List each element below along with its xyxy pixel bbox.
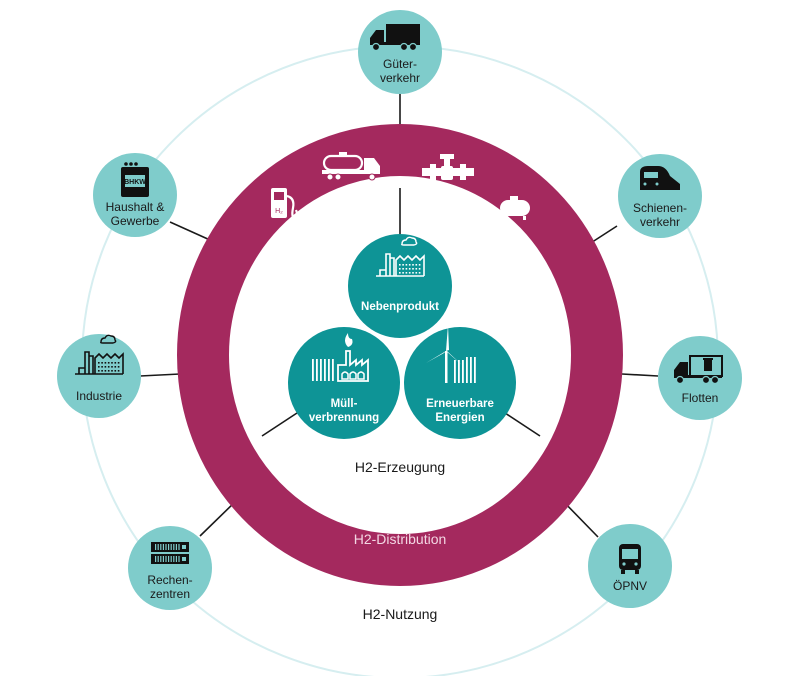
pipeline-valve-icon [422, 154, 474, 180]
connector-industrie [139, 373, 181, 377]
connector-flotten [621, 373, 659, 377]
production-nodes: NebenproduktMüll-verbrennungErneuerbareE… [288, 234, 516, 439]
usage-label-line: Haushalt & [106, 200, 165, 214]
production-label-line: Energien [435, 412, 484, 424]
connector-lines [139, 88, 659, 538]
production-circle [288, 327, 400, 439]
usage-circle [128, 526, 212, 610]
production-label-line: Nebenprodukt [361, 301, 439, 313]
usage-node-flotten[interactable]: Flotten [658, 336, 742, 420]
usage-node-schienenverkehr[interactable]: Schienen-verkehr [618, 154, 702, 238]
distribution-label: H2-Distribution [354, 531, 447, 547]
truck-icon [370, 24, 420, 52]
tanker-truck-icon [322, 152, 380, 181]
usage-node-rechenzentren[interactable]: Rechen-zentren [128, 526, 212, 610]
usage-label-line: Rechen- [147, 573, 192, 587]
production-label-line: verbrennung [309, 412, 379, 424]
usage-label-line: Flotten [682, 391, 719, 405]
bhkw-text: BHKW [124, 179, 146, 186]
bus-icon [619, 544, 641, 574]
usage-circle [57, 334, 141, 418]
production-label-line: Erneuerbare [426, 398, 494, 410]
usage-label-line: ÖPNV [613, 579, 647, 593]
usage-label-line: verkehr [640, 215, 680, 229]
usage-label-line: Güter- [383, 57, 417, 71]
connector-rechenzentren [199, 499, 238, 537]
production-circle [404, 327, 516, 439]
fuel-pump-h2-text: H₂ [275, 208, 283, 215]
server-rack-icon [151, 542, 189, 564]
usage-label: H2-Nutzung [363, 606, 438, 622]
usage-label-line: Gewerbe [111, 214, 160, 228]
usage-node-gueterverkehr[interactable]: Güter-verkehr [358, 10, 442, 94]
factory-icon [75, 334, 124, 375]
production-node-muellverbrennung[interactable]: Müll-verbrennung [288, 327, 400, 439]
production-node-nebenprodukt[interactable]: Nebenprodukt [348, 234, 452, 338]
storage-tank-icon [500, 196, 530, 220]
factory-icon [376, 236, 425, 277]
production-label: H2-Erzeugung [355, 459, 445, 475]
distribution-ring [177, 124, 623, 586]
usage-node-oepnv[interactable]: ÖPNV [588, 524, 672, 608]
usage-label-line: Industrie [76, 389, 122, 403]
incinerator-icon [312, 333, 369, 382]
distribution-icons: H₂ [271, 152, 530, 220]
wind-turbine-icon [426, 325, 476, 383]
train-icon [640, 166, 680, 190]
usage-node-industrie[interactable]: Industrie [57, 334, 141, 418]
connector-erneuerbar [504, 412, 541, 437]
garbage-truck-icon [674, 355, 723, 385]
h2-fuel-pump-icon: H₂ [271, 188, 299, 220]
production-label-line: Müll- [331, 398, 358, 410]
connector-haushalt [169, 221, 211, 241]
usage-circle [618, 154, 702, 238]
chp-unit-icon: BHKW [121, 162, 149, 197]
usage-label-line: verkehr [380, 71, 420, 85]
usage-nodes: Güter-verkehrSchienen-verkehrFlottenÖPNV… [57, 10, 742, 610]
production-circle [348, 234, 452, 338]
connector-muell [261, 412, 298, 437]
usage-node-haushalt[interactable]: BHKW Haushalt &Gewerbe [93, 153, 177, 237]
usage-label-line: Schienen- [633, 201, 687, 215]
usage-label-line: zentren [150, 587, 190, 601]
